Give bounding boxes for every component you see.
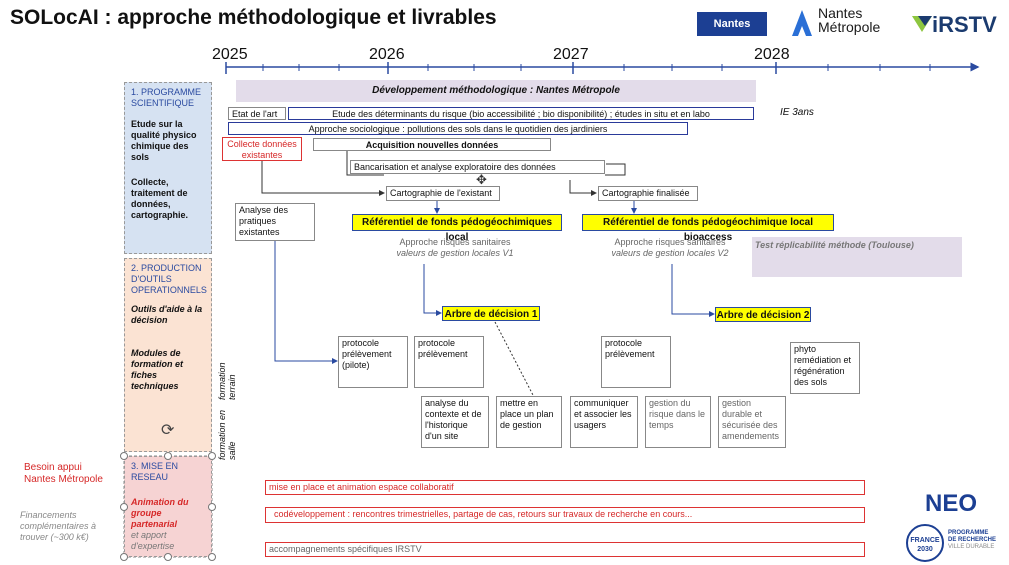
besoin-appui-note: Besoin appui Nantes Métropole [24, 462, 103, 485]
section-title: 2. PRODUCTION D'OUTILS OPERATIONNELS [131, 263, 207, 295]
protocole-box: protocole prélèvement [414, 336, 484, 388]
carto-finalisee-box: Cartographie finalisée [598, 186, 698, 201]
resize-handle[interactable] [120, 452, 128, 460]
neo-logo: NEO [925, 490, 978, 517]
resize-handle[interactable] [208, 553, 216, 561]
section-title: 1. PROGRAMME SCIENTIFIQUE [131, 87, 202, 108]
year-2028: 2028 [754, 46, 790, 63]
carto-existant-box: Cartographie de l'existant [386, 186, 500, 201]
referentiel-bioaccess-box: Référentiel de fonds pédogéochimique loc… [582, 214, 834, 243]
accompagnements-box: accompagnements spécifiques IRSTV [265, 542, 865, 557]
move-cursor-icon: ✥ [476, 172, 487, 187]
refresh-icon: ⟳ [161, 422, 175, 439]
section-body: Modules de formation et fiches technique… [131, 348, 184, 391]
resize-handle[interactable] [208, 503, 216, 511]
plan-gestion-box: mettre en place un plan de gestion [496, 396, 562, 448]
year-2026: 2026 [369, 46, 405, 63]
section-body: Etude sur la qualité physico chimique de… [131, 119, 197, 162]
arbre-decision-1-box: Arbre de décision 1 [442, 306, 540, 321]
codeveloppement-box: codéveloppement : rencontres trimestriel… [265, 507, 865, 523]
bancarisation-box: Bancarisation et analyse exploratoire de… [350, 160, 605, 174]
resize-handle[interactable] [164, 452, 172, 460]
protocole-pilote-box: protocole prélèvement (pilote) [338, 336, 408, 388]
formation-salle-label: formation en salle [217, 409, 237, 460]
resize-handle[interactable] [120, 553, 128, 561]
section-mise-en-reseau: 3. MISE EN RESEAU Animation du groupe pa… [124, 456, 212, 557]
financements-note: Financements complémentaires à trouver (… [20, 510, 97, 542]
analyse-contexte-box: analyse du contexte et de l'historique d… [421, 396, 489, 448]
acquisition-box: Acquisition nouvelles données [313, 138, 551, 151]
resize-handle[interactable] [208, 452, 216, 460]
formation-terrain-label: formation terrain [217, 362, 237, 400]
nm-logo-icon [790, 8, 814, 38]
section-title: 3. MISE EN RESEAU [131, 461, 179, 482]
resize-handle[interactable] [120, 503, 128, 511]
arbre-decision-2-box: Arbre de décision 2 [715, 307, 811, 322]
irstv-icon [912, 14, 932, 34]
protocole-box: protocole prélèvement [601, 336, 671, 388]
irstv-logo: iRSTV [932, 12, 997, 37]
section-production-outils: 2. PRODUCTION D'OUTILS OPERATIONNELS Out… [124, 258, 212, 452]
page-title: SOLocAI : approche méthodologique et liv… [10, 6, 497, 29]
dev-methodo-bar: Développement méthodologique : Nantes Mé… [236, 80, 756, 102]
section-body: Outils d'aide à la décision [131, 304, 203, 325]
year-2027: 2027 [553, 46, 589, 63]
etude-determinants-box: Etude des déterminants du risque (bio ac… [288, 107, 754, 120]
france-2030-icon: FRANCE 2030 [906, 524, 944, 562]
phyto-box: phyto remédiation et régénération des so… [790, 342, 860, 394]
section-programme-scientifique: 1. PROGRAMME SCIENTIFIQUE Etude sur la q… [124, 82, 212, 254]
referentiel-local-box: Référentiel de fonds pédogéochimiques lo… [352, 214, 562, 243]
section-body: et apport d'expertise [131, 530, 175, 551]
communiquer-box: communiquer et associer les usagers [570, 396, 638, 448]
approche-socio-box: Approche sociologique : pollutions des s… [228, 122, 688, 135]
section-body: Collecte, traitement de données, cartogr… [131, 177, 189, 220]
section-body: Animation du groupe partenarial [131, 497, 189, 529]
resize-handle[interactable] [164, 553, 172, 561]
mise-en-place-box: mise en place et animation espace collab… [265, 480, 865, 495]
etat-art-box: Etat de l'art [228, 107, 286, 120]
year-2025: 2025 [212, 46, 248, 63]
nantes-logo: Nantes [697, 12, 767, 36]
analyse-pratiques-box: Analyse des pratiques existantes [235, 203, 315, 241]
gestion-durable-box: gestion durable et sécurisée des amendem… [718, 396, 786, 448]
collecte-box: Collecte données existantes [222, 137, 302, 161]
gestion-risque-box: gestion du risque dans le temps [645, 396, 711, 448]
test-replicabilite-box: Test réplicabilité méthode (Toulouse) [752, 237, 962, 277]
ie-label: IE 3ans [780, 107, 814, 118]
